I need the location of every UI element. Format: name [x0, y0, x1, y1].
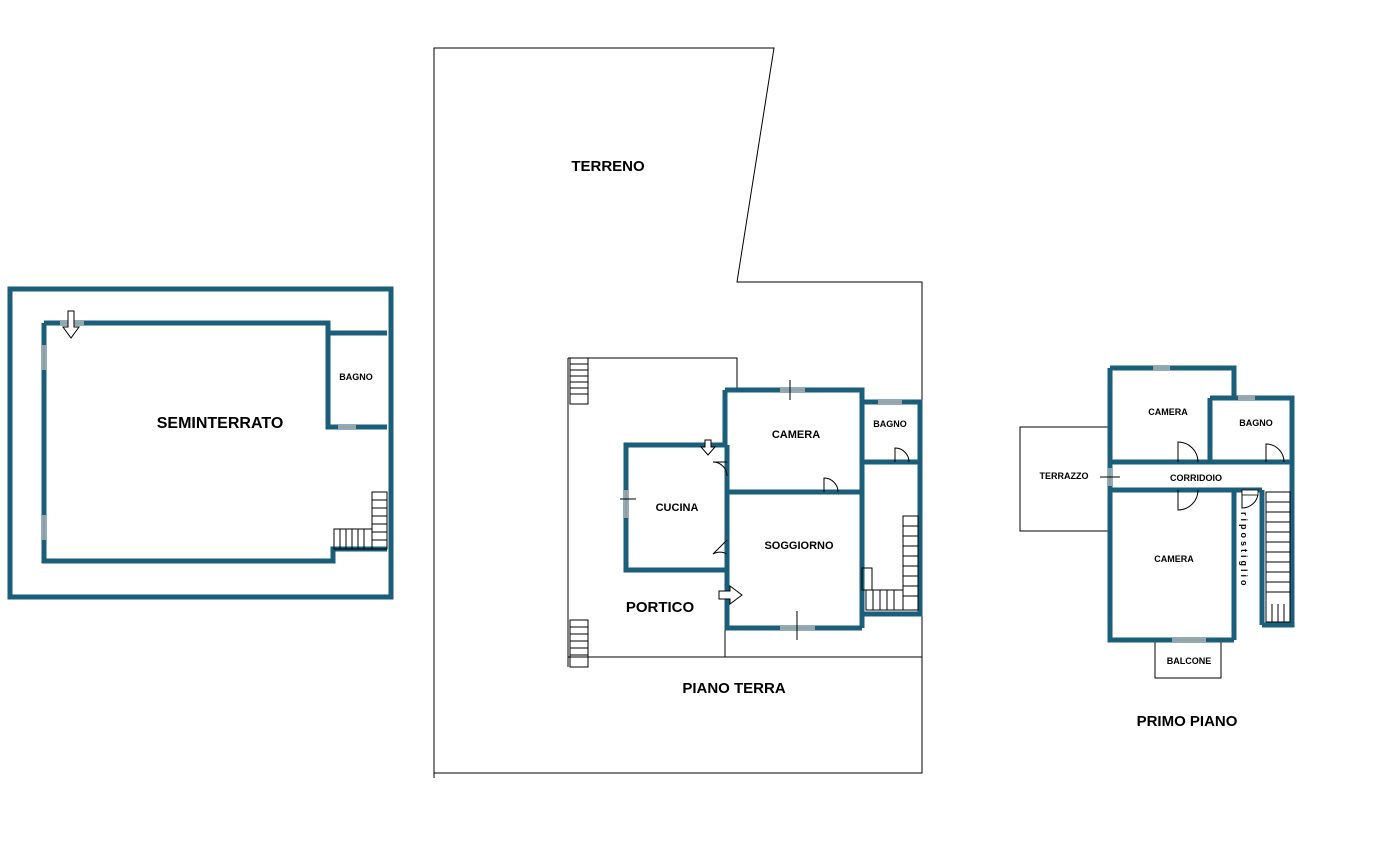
- room-label-camera: CAMERA: [772, 429, 820, 441]
- door-camera-bottom: [1177, 489, 1199, 511]
- piano-terra-plan: TERRENO CAMERA BAGNO CUCINA SOGGIORNO PO…: [433, 47, 923, 778]
- room-label-portico: PORTICO: [626, 599, 695, 616]
- room-label-camera-bottom: CAMERA: [1154, 554, 1194, 564]
- door-bagno-primo: [1265, 443, 1285, 463]
- portico-stairs-top: [569, 357, 589, 405]
- door-bagno: [894, 447, 910, 463]
- seminterrato-inner-wall-left: [41, 323, 387, 564]
- door-ripostiglio: [1241, 489, 1259, 509]
- door-cucina-top: [712, 461, 728, 477]
- room-label-seminterrato: SEMINTERRATO: [157, 415, 284, 432]
- room-label-cucina: CUCINA: [656, 502, 699, 514]
- room-label-balcone: BALCONE: [1167, 656, 1212, 666]
- room-label-bagno-pt: BAGNO: [873, 419, 907, 429]
- camera-top-walls: [1110, 365, 1237, 398]
- door-camera-top: [1177, 441, 1199, 463]
- portico-stairs-bottom: [569, 619, 589, 668]
- primo-piano-plan: CAMERA BAGNO TERRAZZO CORRIDOIO CAMERA r…: [1019, 365, 1295, 730]
- seminterrato-stairs: [333, 491, 388, 550]
- primo-stairs: [1265, 491, 1291, 623]
- terreno-boundary: [433, 47, 923, 774]
- portico-roof-outline: [568, 357, 738, 390]
- room-label-soggiorno: SOGGIORNO: [764, 540, 834, 552]
- floor-label-primo-piano: PRIMO PIANO: [1137, 713, 1238, 730]
- door-camera: [823, 477, 839, 493]
- room-label-corridoio: CORRIDOIO: [1170, 473, 1222, 483]
- cucina-walls: [623, 390, 728, 573]
- door-cucina-bottom: [712, 539, 728, 555]
- camera-walls: [725, 387, 865, 495]
- seminterrato-outer-wall: [7, 286, 394, 600]
- soggiorno-west-wall: [724, 445, 862, 631]
- room-label-terrazzo: TERRAZZO: [1040, 471, 1089, 481]
- cucina-entry-arrow-icon: [699, 439, 717, 456]
- soggiorno-stairs: [861, 515, 919, 611]
- room-label-ripostiglio: ripostiglio: [1239, 512, 1249, 589]
- bagno-east-walls: [862, 399, 923, 617]
- terreno-label: TERRENO: [571, 158, 645, 175]
- entry-arrow-icon: [62, 310, 80, 339]
- room-label-bagno: BAGNO: [339, 372, 373, 382]
- room-label-bagno-primo: BAGNO: [1239, 418, 1273, 428]
- seminterrato-inner-wall-top: [44, 320, 387, 430]
- room-label-camera-top: CAMERA: [1148, 407, 1188, 417]
- portico-entry-arrow-icon: [718, 585, 743, 605]
- seminterrato-plan: SEMINTERRATO BAGNO: [7, 286, 394, 600]
- floor-label-piano-terra: PIANO TERRA: [682, 680, 786, 697]
